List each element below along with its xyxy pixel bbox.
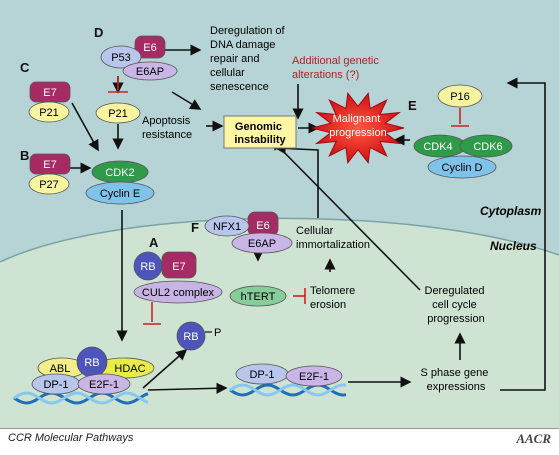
nucleus-label: Nucleus <box>490 239 537 253</box>
e6ap-node-d <box>122 61 178 81</box>
panel-letter-f: F <box>191 220 199 235</box>
malignant-progression-burst <box>311 91 405 165</box>
htert-label: hTERT <box>241 291 276 303</box>
p21-node-c <box>28 101 70 123</box>
p21-label-d: P21 <box>108 108 128 120</box>
telomere-text: Telomere erosion <box>310 285 358 311</box>
arrow-rb-to-phospho <box>142 348 188 389</box>
p16-label: P16 <box>450 91 470 103</box>
additional-alterations-text: Additional genetic alterations (?) <box>292 55 382 81</box>
arrow-e2f-to-dp1 <box>147 382 228 394</box>
dp1-label-left: DP-1 <box>43 379 68 391</box>
dereg-cell-cycle-text: Deregulated cell cycle progression <box>425 285 488 325</box>
inhibition-lines <box>108 76 469 325</box>
p53-label: P53 <box>111 52 131 64</box>
p27-node-b <box>28 173 70 195</box>
arrow-immortal-to-genomic <box>274 142 319 218</box>
htert-node <box>229 285 287 307</box>
cdk4-label: CDK4 <box>423 141 452 153</box>
complex-c: E7 P21 <box>28 81 71 123</box>
dna-strand <box>13 391 149 405</box>
hdac-label: HDAC <box>114 363 145 375</box>
cyclin-e-node <box>85 181 155 205</box>
arrow-dereg-to-genomic <box>270 138 421 291</box>
genomic-instability-label: Genomic instability <box>234 121 286 146</box>
panel-letter-e: E <box>408 98 417 113</box>
e6ap-label-f: E6AP <box>248 238 276 250</box>
rb-e2f-complex: ABL HDAC RB DP-1 E2F-1 <box>31 346 155 395</box>
e6-node-d <box>134 35 166 59</box>
dna-strand <box>13 391 149 405</box>
cyclin-d-label: Cyclin D <box>442 162 483 174</box>
cytoplasm-label: Cytoplasm <box>480 204 542 218</box>
arrow-p21-to-cdk2 <box>71 102 99 152</box>
phosphate-label: P <box>214 327 221 339</box>
rb-label-bottom: RB <box>84 357 99 369</box>
panel-letter-a: A <box>149 235 159 250</box>
e6-label-f: E6 <box>256 220 269 232</box>
cdk6-node <box>459 134 513 158</box>
arrow-sphase-to-p16 <box>500 77 546 391</box>
cyclin-e-label: Cyclin E <box>100 188 140 200</box>
dna-strand <box>229 383 347 397</box>
footer-bar: CCR Molecular Pathways AACR <box>0 428 559 451</box>
e7-label-a: E7 <box>172 261 185 273</box>
e2f1-node-left <box>77 373 131 395</box>
e2f1-label-left: E2F-1 <box>89 379 119 391</box>
dereg-dna-text: Deregulation of DNA damage repair and ce… <box>210 25 288 93</box>
abl-label: ABL <box>50 363 71 375</box>
e2f1-label-right: E2F-1 <box>299 371 329 383</box>
cyclin-d-node <box>427 155 497 179</box>
rb-p-node <box>176 321 206 351</box>
rb-label-a: RB <box>140 261 155 273</box>
p21-label-c: P21 <box>39 107 59 119</box>
p21-node-d <box>95 102 141 124</box>
complex-d: E6 P53 E6AP P21 <box>95 35 178 124</box>
rb-p-label: RB <box>183 331 198 343</box>
e6-label-d: E6 <box>143 42 156 54</box>
malignant-progression-label: Malignant progression <box>329 113 386 139</box>
sphase-text: S phase gene expressions <box>421 367 492 393</box>
p27-label-b: P27 <box>39 179 59 191</box>
genomic-instability-box <box>223 115 297 149</box>
dna-helix-left <box>13 391 149 405</box>
p16-node <box>437 84 483 108</box>
complex-b: E7 P27 <box>28 153 71 195</box>
cul2-complex-label: CUL2 complex <box>142 287 215 299</box>
e6ap-node-f <box>231 232 293 254</box>
arrows <box>68 44 546 394</box>
e2f1-node-right <box>285 365 343 387</box>
dna-strand <box>229 383 347 397</box>
cdk2-cyclin-e: CDK2 Cyclin E <box>85 160 155 205</box>
e6ap-label-d: E6AP <box>136 66 164 78</box>
complex-e: P16 CDK4 CDK6 Cyclin D <box>413 84 513 179</box>
apoptosis-text: Apoptosis resistance <box>142 115 193 141</box>
p53-node <box>100 45 142 69</box>
dp1-e2f1-complex: DP-1 E2F-1 <box>235 363 343 387</box>
panel-letter-c: C <box>20 60 30 75</box>
complex-a: E7 RB CUL2 complex <box>133 251 223 304</box>
panel-letter-b: B <box>20 148 29 163</box>
nfx1-label: NFX1 <box>213 221 241 233</box>
e7-label-b: E7 <box>43 159 56 171</box>
panel-letter-d: D <box>94 25 103 40</box>
cdk6-label: CDK6 <box>473 141 502 153</box>
immortalization-text: Cellular immortalization <box>296 225 370 251</box>
rb-node-a <box>133 251 163 281</box>
footer-title: CCR Molecular Pathways <box>8 432 134 444</box>
rb-phosphorylated: RB P <box>176 321 221 351</box>
arrow-e6ap-to-apoptosis <box>171 91 202 110</box>
aacr-logo: AACR <box>516 431 551 446</box>
cdk2-label: CDK2 <box>105 167 134 179</box>
dp1-label-right: DP-1 <box>249 369 274 381</box>
complex-f: E6 NFX1 E6AP hTERT <box>204 211 293 307</box>
cul2-complex-node <box>133 280 223 304</box>
nfx1-node <box>204 215 250 237</box>
dna-helix-right <box>229 383 347 397</box>
e7-label-c: E7 <box>43 87 56 99</box>
